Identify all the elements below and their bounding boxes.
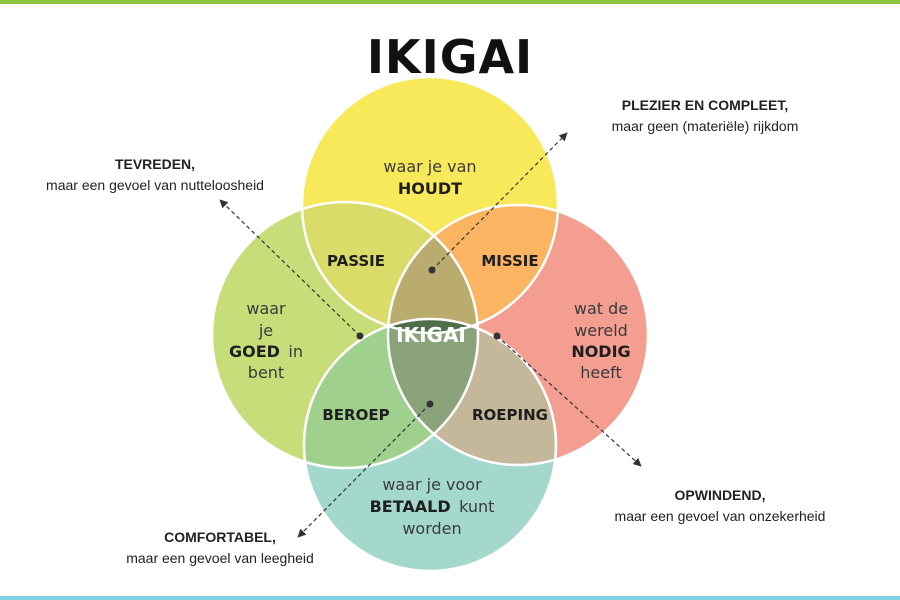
- good-line-3-bold: GOED: [229, 342, 280, 361]
- need-line-3: NODIG: [571, 342, 630, 361]
- paid-line-2-rest: kunt: [459, 497, 494, 516]
- need-line-1: wat de: [574, 299, 628, 318]
- good-line-1: waar: [246, 299, 286, 318]
- love-line-1: waar je van: [383, 157, 476, 176]
- page-title: IKIGAI: [366, 30, 534, 84]
- region-vocation: ROEPING: [472, 406, 548, 424]
- callout-arrows: [219, 132, 642, 538]
- region-mission: MISSIE: [481, 252, 538, 270]
- paid-line-2: BETAALD kunt: [370, 497, 495, 516]
- callout-bottom-left-head: COMFORTABEL,: [164, 529, 276, 545]
- paid-line-2-bold: BETAALD: [370, 497, 451, 516]
- love-line-2: HOUDT: [398, 179, 462, 198]
- paid-line-3: worden: [402, 519, 461, 538]
- callout-top-left: TEVREDEN, maar een gevoel van nutteloosh…: [20, 154, 290, 196]
- callout-top-left-sub: maar een gevoel van nutteloosheid: [46, 177, 264, 193]
- callout-top-right-sub: maar geen (materiële) rijkdom: [611, 118, 799, 134]
- arrow-origin-dots: [356, 266, 501, 408]
- callout-bottom-right-head: OPWINDEND,: [674, 487, 766, 503]
- overlap-love-good-need: [388, 205, 478, 333]
- top-accent-bar: [0, 0, 900, 4]
- need-line-2: wereld: [574, 321, 628, 340]
- callout-bottom-left: COMFORTABEL, maar een gevoel van leeghei…: [95, 527, 345, 569]
- callout-top-left-head: TEVREDEN,: [114, 156, 196, 172]
- good-line-2: je: [258, 321, 273, 340]
- paid-line-1: waar je voor: [382, 475, 482, 494]
- callout-bottom-right: OPWINDEND, maar een gevoel van onzekerhe…: [580, 485, 860, 527]
- callout-top-right: PLEZIER EN COMPLEET, maar geen (materiël…: [570, 95, 840, 137]
- good-line-3-rest: in: [288, 342, 303, 361]
- good-line-4: bent: [248, 363, 284, 382]
- region-passion: PASSIE: [327, 252, 385, 270]
- region-profession: BEROEP: [322, 406, 389, 424]
- circle-outlines: [210, 75, 650, 573]
- need-line-4: heeft: [580, 363, 621, 382]
- arrow-bottom-right: [496, 335, 642, 467]
- callout-bottom-right-sub: maar een gevoel van onzekerheid: [614, 508, 826, 524]
- arrow-top-left: [219, 199, 361, 337]
- callout-top-right-head: PLEZIER EN COMPLEET,: [621, 97, 789, 113]
- good-line-3: GOED in: [229, 342, 303, 361]
- region-center-ikigai: IKIGAI: [396, 323, 466, 347]
- arrow-bottom-left: [297, 403, 431, 538]
- bottom-accent-bar: [0, 596, 900, 600]
- callout-bottom-left-sub: maar een gevoel van leegheid: [126, 550, 314, 566]
